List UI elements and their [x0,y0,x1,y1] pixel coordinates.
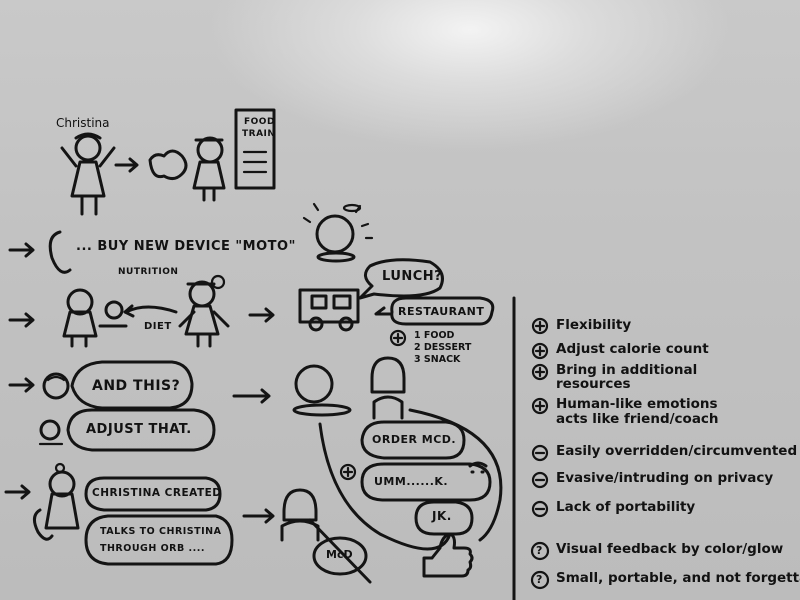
arrow [232,388,271,404]
adjust-that-label: ADJUST THAT. [86,422,192,437]
con-note: Lack of portability [556,499,696,515]
con-note: Evasive/intruding on privacy [556,470,774,486]
bullet-markers [530,317,550,590]
adjust-that-speech-bubble [66,408,216,452]
jk-speech-bubble [414,500,474,536]
persona-name: Christina [56,116,110,130]
thumbs-up-icon [422,532,474,578]
mcd-crossed-label: McD [326,548,353,561]
christina-created-speech-bubble [84,476,222,512]
talks-speech-bubble [84,514,234,566]
food-train-label: FOOD [244,117,275,127]
question-note: Small, portable, and not forgettable [556,570,800,586]
coach-figure [178,274,230,348]
pro-note: resources [556,376,631,392]
lunch-label: LUNCH? [382,269,443,284]
order-mcd-speech-bubble [360,420,466,460]
moto-orb-icon [302,202,374,263]
arrow [248,307,275,323]
lunch-speech-bubble [358,258,444,300]
arrow [242,508,275,524]
question-note: Visual feedback by color/glow [556,541,784,557]
restaurant-label: RESTAURANT [398,305,485,318]
orb-icon-small [38,419,64,446]
pro-note: acts like friend/coach [556,411,719,427]
arrow [8,377,35,393]
christina-figure-bust [280,488,320,542]
orb-device-icon [148,149,188,181]
orb-on-stand-large [292,364,352,417]
food-list-item: 1 FOOD [414,330,455,341]
phone-icon [48,230,72,274]
and-this-speech-bubble [70,360,194,410]
mcd-crossed-icon [308,518,372,584]
talks-label: TALKS TO CHRISTINA [100,526,222,537]
arrow [123,304,178,318]
nutrition-label: NUTRITION [118,267,179,277]
order-mcd-label: ORDER MCD. [372,433,457,446]
food-list-item: 3 SNACK [414,354,461,365]
pro-note: Adjust calorie count [556,341,709,357]
jk-label: JK. [432,509,452,523]
buy-device-label: ... BUY NEW DEVICE "MOTO" [76,239,296,254]
restaurant-speech-bubble [374,296,495,326]
con-note: Easily overridden/circumvented [556,443,798,459]
arrow [4,484,31,500]
orb-on-stand [98,300,128,328]
talks-label: THROUGH ORB .... [100,543,205,554]
question-mark-icon: ? [536,544,543,557]
frown-face-icon [468,461,488,474]
christina-head-icon [42,372,70,400]
arrow [8,312,35,328]
christina-created-label: CHRISTINA CREATED [92,487,222,499]
pro-note: Human-like emotions [556,396,718,412]
food-list-item: 2 DESSERT [414,342,472,353]
figure-with-cap [192,136,226,202]
food-train-label: TRAIN [242,129,276,139]
plus-circle [339,463,357,481]
christina-figure-bust [370,356,406,420]
christina-figure-small [62,288,98,348]
pro-note: Bring in additional [556,362,698,378]
christina-with-phone [33,462,80,541]
food-truck-icon [298,288,360,332]
pro-note: Flexibility [556,317,632,333]
diet-label: DIET [144,321,172,332]
umm-speech-bubble [360,462,492,502]
arrow [8,242,35,258]
question-mark-icon: ? [536,573,543,586]
food-train-document-icon [234,108,276,190]
plus-circle [389,329,407,347]
umm-label: UMM......K. [374,475,449,488]
arrow [114,157,139,173]
christina-stick-figure [60,132,116,216]
and-this-label: AND THIS? [92,378,181,394]
